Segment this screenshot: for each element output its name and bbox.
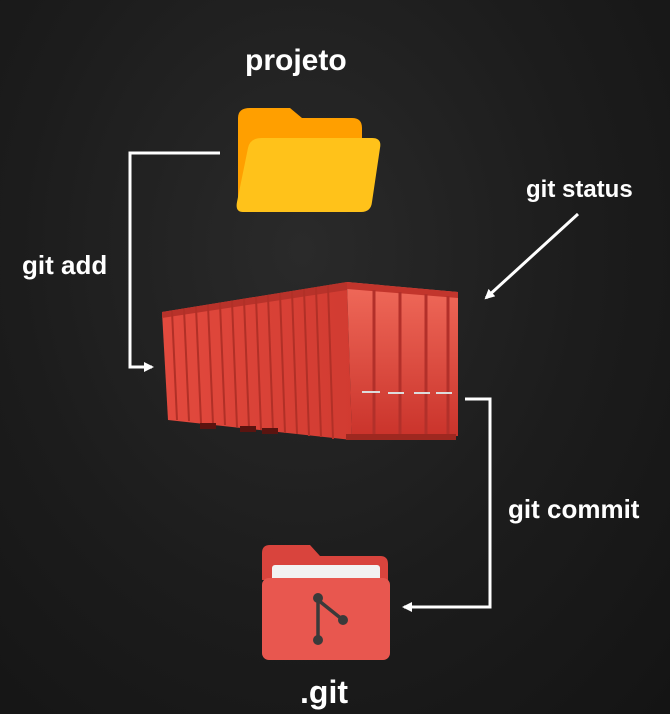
edge-label-git-status: git status <box>526 176 633 203</box>
folder-label-git: .git <box>300 674 348 710</box>
folder-label-projeto: projeto <box>245 44 347 77</box>
git-add-arrow <box>128 151 220 372</box>
shipping-container-icon <box>162 282 458 440</box>
folder-icon <box>236 108 381 212</box>
git-branch-icon <box>313 593 348 645</box>
git-folder-icon <box>262 545 390 660</box>
edge-label-git-commit: git commit <box>508 494 640 524</box>
git-commit-arrow <box>402 397 492 612</box>
edge-label-git-add: git add <box>22 250 108 280</box>
git-status-arrow <box>484 212 580 300</box>
